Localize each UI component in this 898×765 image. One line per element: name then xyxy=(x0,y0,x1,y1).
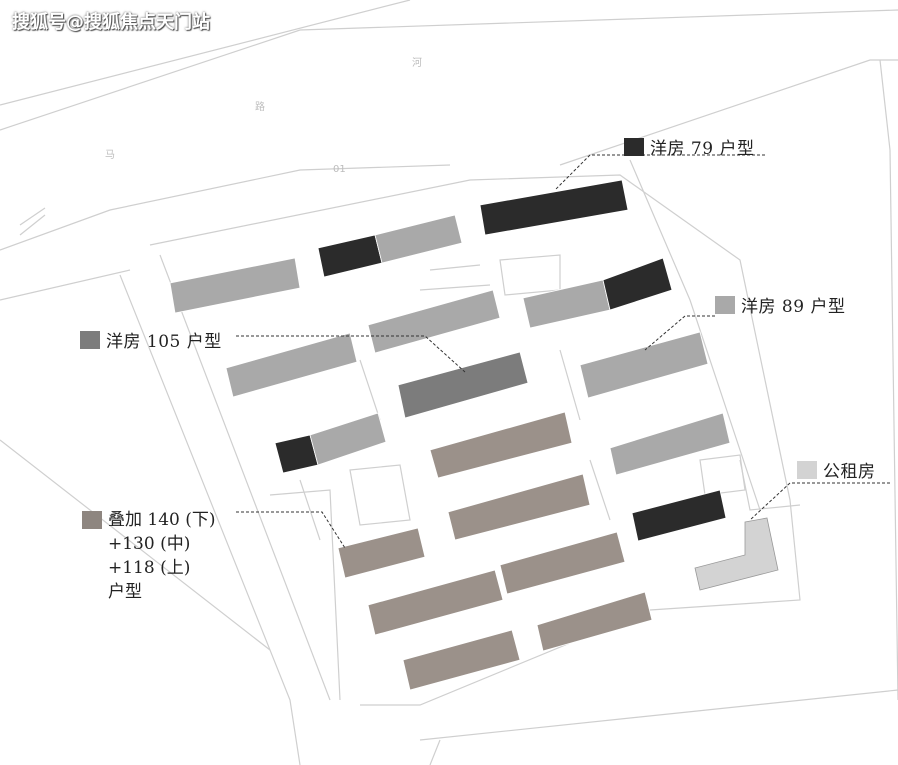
building-79-2 xyxy=(479,179,629,236)
building-89-2 xyxy=(374,214,463,264)
legend-label-105: 洋房 105 户型 xyxy=(106,332,222,352)
watermark: 搜狐号@搜狐焦点天门站 xyxy=(12,12,210,33)
building-89-4 xyxy=(522,279,611,329)
legend-type-89: 洋房 89 户型 xyxy=(715,292,845,317)
swatch-105 xyxy=(80,330,100,349)
legend-stacked-line1: 叠加 140 (下) xyxy=(108,510,216,530)
leader-89 xyxy=(644,315,715,351)
legend-stacked: 叠加 140 (下) +130 (中) +118 (上) 户型 xyxy=(82,508,216,604)
building-89-7 xyxy=(309,412,387,466)
road-label-ma: 马 xyxy=(105,149,115,161)
building-stacked-5 xyxy=(367,569,504,636)
road-label-he: 河 xyxy=(412,57,422,69)
legend-rental: 公租房 xyxy=(797,457,876,482)
swatch-stacked xyxy=(82,511,102,529)
swatch-79 xyxy=(624,137,644,156)
building-105-1 xyxy=(397,351,529,419)
leader-105 xyxy=(236,335,466,373)
building-89-6 xyxy=(579,331,709,399)
building-rental xyxy=(694,517,779,591)
building-89-8 xyxy=(609,412,731,476)
building-79-3 xyxy=(602,257,673,311)
building-79-5 xyxy=(631,489,727,542)
legend-type-105: 洋房 105 户型 xyxy=(80,327,222,352)
legend-stacked-line2: +130 (中) xyxy=(108,534,191,554)
legend-stacked-line3: +118 (上) xyxy=(108,558,191,578)
swatch-89 xyxy=(715,295,735,314)
legend-type-79: 洋房 79 户型 xyxy=(624,134,754,159)
building-89-5 xyxy=(225,332,358,398)
building-stacked-4 xyxy=(499,531,626,595)
legend-label-rental: 公租房 xyxy=(823,462,876,482)
road-label-lu: 路 xyxy=(255,100,265,113)
leader-lines xyxy=(236,154,890,549)
legend-label-89: 洋房 89 户型 xyxy=(741,297,846,317)
leader-79 xyxy=(554,154,765,191)
building-stacked-6 xyxy=(536,591,653,652)
building-89-3 xyxy=(367,289,501,354)
buildings xyxy=(169,179,779,691)
building-stacked-2 xyxy=(447,473,591,541)
legend-label-79: 洋房 79 户型 xyxy=(650,139,755,159)
building-stacked-7 xyxy=(402,629,521,691)
leader-stacked xyxy=(236,511,346,549)
building-stacked-3 xyxy=(337,527,426,579)
building-89-1 xyxy=(169,257,301,314)
building-stacked-1 xyxy=(429,411,573,479)
leader-rental xyxy=(749,482,890,521)
road-label-num: 01 xyxy=(333,164,346,175)
building-79-1 xyxy=(317,234,383,278)
legend-stacked-line4: 户型 xyxy=(108,582,142,602)
swatch-rental xyxy=(797,460,817,479)
